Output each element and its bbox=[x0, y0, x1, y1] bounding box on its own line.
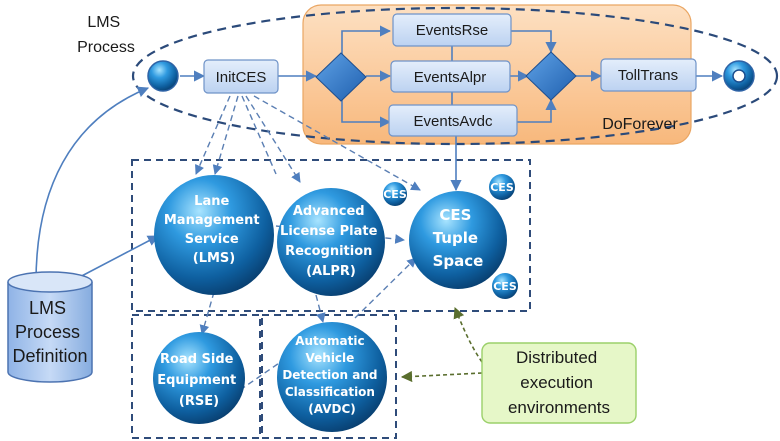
svg-text:CES: CES bbox=[490, 181, 514, 194]
init-ces-label: InitCES bbox=[216, 69, 267, 86]
start-node bbox=[147, 60, 179, 92]
events-avdc-label: EventsAvdc bbox=[414, 113, 493, 130]
alpr-service-sphere: Advanced License Plate Recognition (ALPR… bbox=[277, 188, 385, 296]
distribution-arrows bbox=[400, 306, 483, 383]
distributed-environments-note: Distributed execution environments bbox=[481, 342, 637, 424]
svg-text:Lane Management Se: Lane Management Service (LMS) bbox=[164, 194, 264, 266]
join-gateway bbox=[525, 51, 577, 101]
environment-box-rse bbox=[131, 314, 261, 439]
ces-badge-alpr: CES bbox=[383, 182, 407, 206]
environment-box-avdc bbox=[261, 314, 397, 439]
ces-badge-tuple-top: CES bbox=[489, 174, 515, 200]
events-alpr-label: EventsAlpr bbox=[414, 69, 487, 86]
lms-process-definition-store: LMS Process Definition bbox=[7, 271, 93, 383]
avdc-service-sphere: Automatic Vehicle Detection and Classifi… bbox=[277, 322, 387, 432]
lms-process-boundary bbox=[131, 6, 779, 146]
events-avdc-node: EventsAvdc bbox=[388, 104, 518, 137]
init-ces-node: InitCES bbox=[203, 59, 279, 94]
workflow-connectors bbox=[35, 25, 724, 283]
svg-text:Automatic Vehicle: Automatic Vehicle Detection and Classifi… bbox=[282, 334, 381, 416]
split-gateway bbox=[315, 52, 367, 102]
end-node bbox=[723, 60, 755, 92]
environment-box-top bbox=[131, 159, 531, 312]
events-rse-node: EventsRse bbox=[392, 13, 512, 47]
svg-text:CES Tuple Space: CES Tuple Space bbox=[433, 206, 484, 270]
events-alpr-node: EventsAlpr bbox=[390, 60, 511, 93]
lms-process-label: LMS Process bbox=[77, 14, 135, 56]
rse-service-sphere: Road Side Equipment (RSE) bbox=[153, 332, 245, 424]
svg-text:CES: CES bbox=[493, 280, 517, 293]
events-rse-label: EventsRse bbox=[416, 22, 489, 39]
toll-trans-node: TollTrans bbox=[600, 58, 697, 92]
toll-trans-label: TollTrans bbox=[618, 67, 678, 84]
lms-service-sphere: Lane Management Service (LMS) bbox=[154, 175, 274, 295]
svg-text:LMS Process Defini: LMS Process Definition bbox=[12, 298, 87, 366]
svg-text:Road Side Equipment: Road Side Equipment (RSE) bbox=[157, 352, 241, 409]
svg-text:CES: CES bbox=[383, 188, 407, 201]
svg-text:Advanced License Plate: Advanced License Plate Recognition (ALPR… bbox=[280, 204, 382, 279]
do-forever-label: DoForever bbox=[602, 116, 678, 133]
svg-text:Distributed execution: Distributed execution environments bbox=[508, 348, 610, 417]
ces-tuple-space-sphere: CES Tuple Space bbox=[409, 191, 507, 289]
ces-badge-tuple-bottom: CES bbox=[492, 273, 518, 299]
